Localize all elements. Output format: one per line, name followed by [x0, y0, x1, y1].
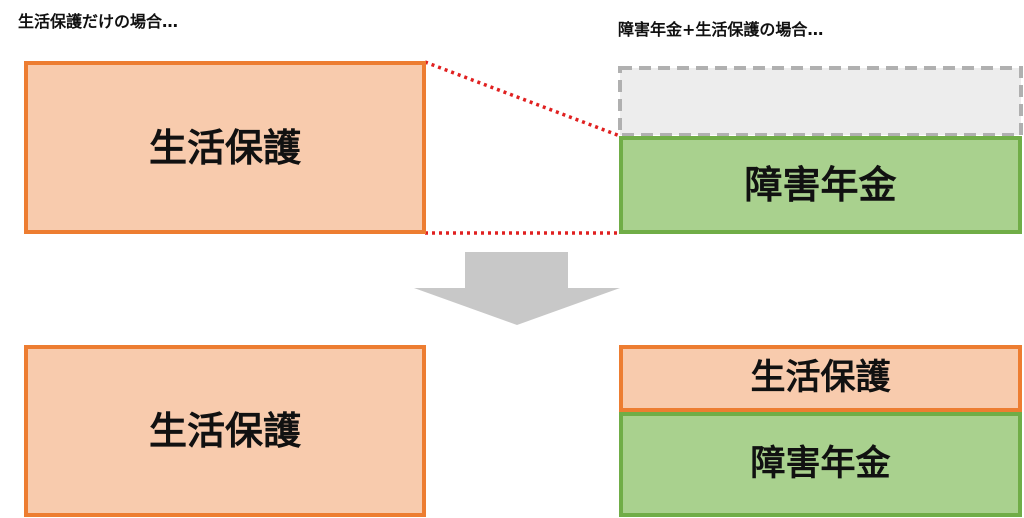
pension-box-after: 障害年金: [619, 412, 1022, 517]
caption-pension-plus-welfare: 障害年金+生活保護の場合…: [618, 20, 824, 39]
welfare-box-after-label: 生活保護: [148, 409, 301, 453]
pension-box-before-label: 障害年金: [744, 163, 897, 207]
welfare-box-before-label: 生活保護: [148, 125, 301, 170]
welfare-box-after: 生活保護: [24, 345, 426, 517]
pension-box-before: 障害年金: [619, 136, 1022, 234]
caption-welfare-only: 生活保護だけの場合…: [18, 12, 179, 31]
down-arrow-icon: [414, 252, 620, 325]
welfare-top-up-box: 生活保護: [619, 345, 1022, 412]
welfare-box-before: 生活保護: [24, 61, 426, 234]
connector-top-line: [424, 60, 621, 138]
pension-box-after-label: 障害年金: [750, 444, 891, 484]
welfare-top-up-label: 生活保護: [750, 358, 891, 398]
empty-gap-box: [618, 66, 1023, 137]
